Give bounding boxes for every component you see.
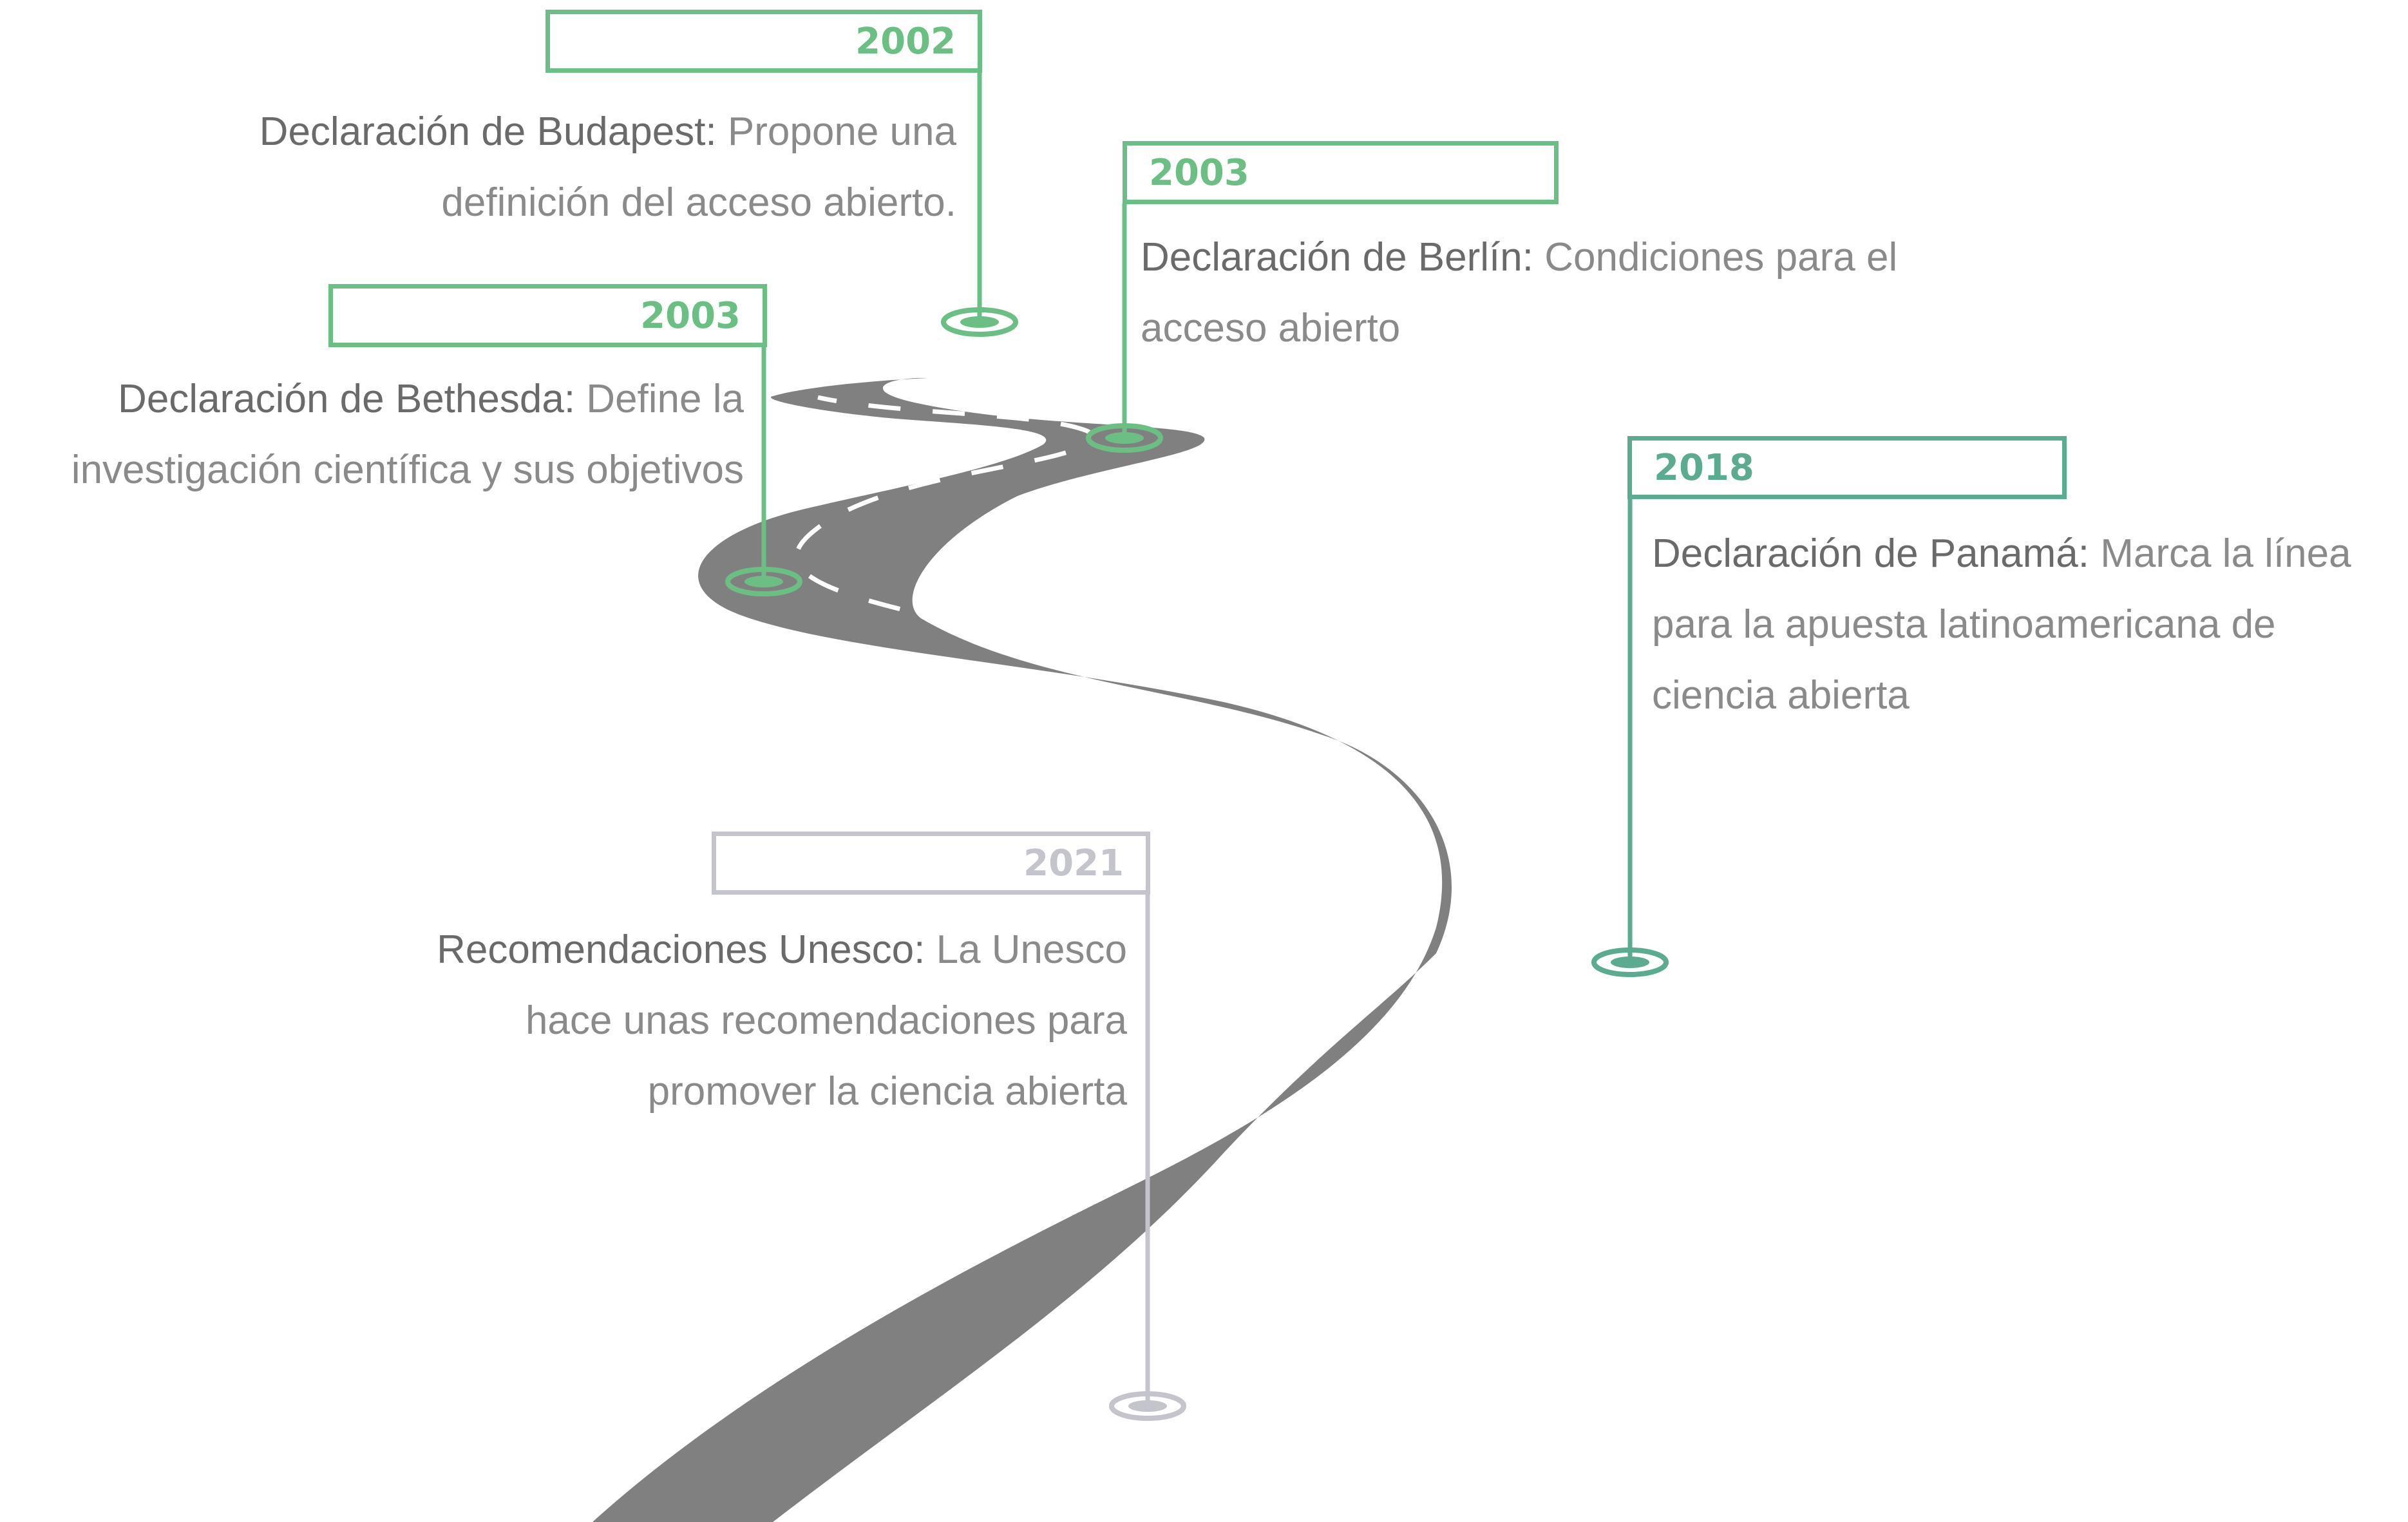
- location-marker-dot-unesco: [1128, 1400, 1167, 1412]
- lane-markings: [794, 395, 1659, 1522]
- location-marker-dot-bethesda: [744, 576, 783, 587]
- location-marker-dot-berlin: [1105, 432, 1144, 444]
- milestone-text: Propone una definición del acceso abiert…: [441, 109, 956, 225]
- year-label-budapest: 2002: [545, 10, 982, 73]
- location-marker-ring-budapest: [941, 307, 1018, 337]
- year-label-berlin: 2003: [1123, 141, 1559, 204]
- milestone-title: Declaración de Panamá:: [1652, 531, 2089, 576]
- milestone-text: La Unesco hace unas recomendaciones para…: [525, 927, 1127, 1114]
- milestone-text: Condiciones para el acceso abierto: [1141, 235, 1898, 350]
- milestone-description-bethesda: Declaración de Bethesda: Define la inves…: [13, 364, 744, 506]
- location-marker-ring-berlin: [1086, 423, 1163, 453]
- location-marker-dot-budapest: [960, 316, 999, 328]
- location-marker-ring-bethesda: [725, 567, 802, 596]
- location-marker-dot-panama: [1611, 956, 1649, 968]
- milestone-title: Declaración de Budapest:: [259, 109, 717, 154]
- milestone-description-berlin: Declaración de Berlín: Condiciones para …: [1141, 222, 2029, 364]
- year-label-unesco: 2021: [712, 832, 1150, 895]
- road: [593, 377, 1452, 1522]
- year-text: 2003: [640, 294, 741, 337]
- milestone-text: Define la investigación científica y sus…: [71, 377, 744, 492]
- milestone-title: Recomendaciones Unesco:: [437, 927, 925, 972]
- pin-layer: [725, 72, 1669, 1421]
- milestone-title: Declaración de Bethesda:: [118, 377, 576, 421]
- milestone-description-budapest: Declaración de Budapest: Propone una def…: [129, 97, 956, 238]
- milestone-title: Declaración de Berlín:: [1141, 235, 1533, 280]
- milestone-text: Marca la línea para la apuesta latinoame…: [1652, 531, 2351, 718]
- location-marker-ring-panama: [1591, 947, 1669, 977]
- year-text: 2018: [1654, 446, 1754, 489]
- year-text: 2003: [1149, 151, 1249, 194]
- milestone-description-unesco: Recomendaciones Unesco: La Unesco hace u…: [425, 915, 1127, 1127]
- year-label-bethesda: 2003: [328, 284, 767, 347]
- year-text: 2002: [855, 20, 956, 62]
- year-label-panama: 2018: [1627, 436, 2067, 499]
- year-text: 2021: [1023, 842, 1124, 884]
- milestone-description-panama: Declaración de Panamá: Marca la línea pa…: [1652, 518, 2399, 731]
- location-marker-ring-unesco: [1109, 1391, 1186, 1421]
